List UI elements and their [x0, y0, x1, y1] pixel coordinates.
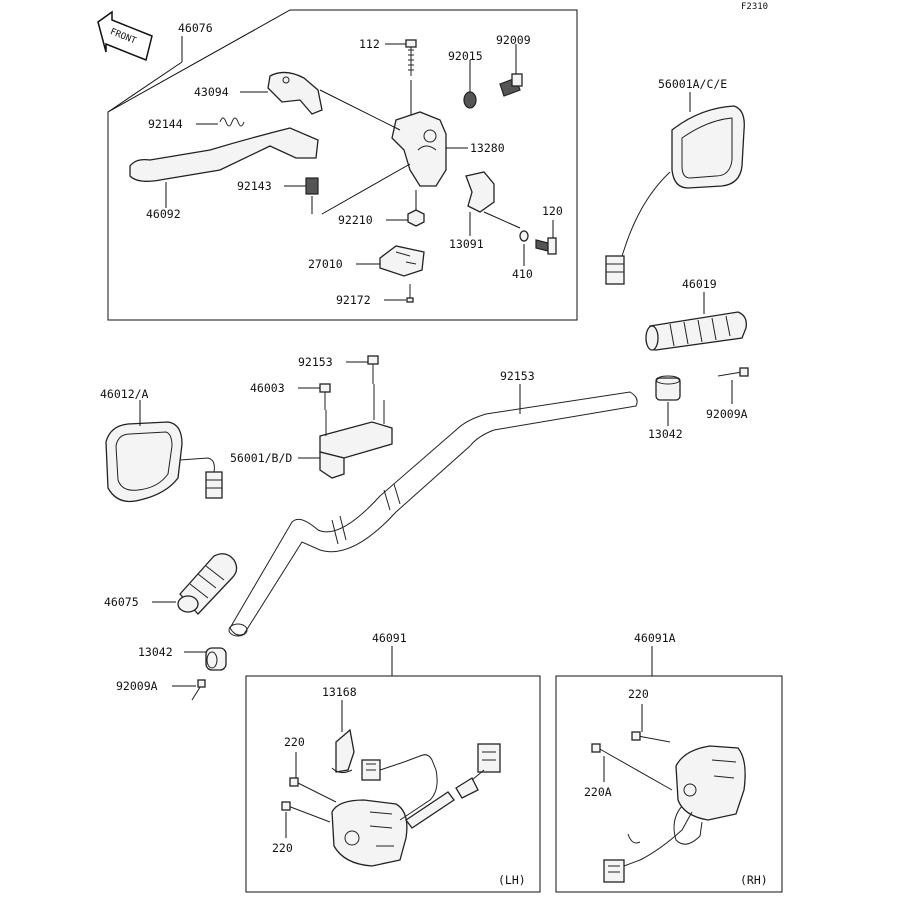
- callout-92143: 92143: [237, 179, 272, 193]
- callout-92015: 92015: [448, 49, 483, 63]
- left-grip-part: [177, 553, 238, 615]
- diagram-code: F2310: [741, 2, 768, 12]
- callout-46012a: 56001/B/D: [230, 451, 292, 465]
- callout-220-lh-upper: 220: [284, 735, 305, 749]
- callout-120: 120: [542, 204, 563, 218]
- collar-part: [305, 177, 319, 195]
- callout-92153-top: 92153: [298, 355, 333, 369]
- callout-92144: 92144: [148, 117, 183, 131]
- washer-92015-part: [463, 91, 477, 109]
- left-bar-end-weight-part: [205, 647, 227, 671]
- 13168-part: [331, 728, 355, 774]
- right-bar-end-weight-part: [655, 375, 681, 401]
- callout-92172: 92172: [336, 293, 371, 307]
- nut-92210-part: [407, 209, 425, 227]
- callout-92009a-left: 92009A: [116, 679, 158, 693]
- lever-assembly-box: [107, 9, 578, 321]
- clamp-13091-part: [465, 171, 495, 213]
- callout-46003: 92153: [500, 369, 535, 383]
- callout-46091a: 46091A: [634, 631, 676, 645]
- callout-27010: 27010: [308, 257, 343, 271]
- callout-56001ace: 56001A/C/E: [658, 77, 727, 91]
- callout-13280: 13280: [470, 141, 505, 155]
- callout-13042-left: 13042: [138, 645, 173, 659]
- rh-switch-box: [555, 675, 783, 893]
- lh-screw-upper-part: [289, 777, 337, 803]
- callout-13042-right: 13042: [648, 427, 683, 441]
- callout-46091: 46091: [372, 631, 407, 645]
- callout-46075: 46075: [104, 595, 139, 609]
- right-grip-part: [645, 311, 747, 351]
- callout-92210: 92210: [338, 213, 373, 227]
- rh-screw-220a-part: [591, 743, 673, 791]
- left-screw-92009a-part: [191, 679, 206, 701]
- front-arrow-icon: FRONT: [97, 10, 153, 62]
- rh-side-label: (RH): [740, 873, 768, 887]
- right-mirror-part: [605, 105, 745, 285]
- rh-switch-housing-part: [603, 745, 746, 883]
- lh-switch-box: [245, 675, 541, 893]
- callout-112: 112: [359, 37, 380, 51]
- handlebar-holder-part: [319, 384, 393, 479]
- lever-holder-part: [391, 111, 447, 187]
- callout-220a-rh: 220A: [584, 785, 612, 799]
- screw-92172-part: [406, 284, 414, 303]
- callout-46092: 46092: [146, 207, 181, 221]
- rh-screw-upper-part: [631, 731, 671, 743]
- left-mirror-part: [105, 421, 223, 503]
- callout-43094: 43094: [194, 85, 229, 99]
- callout-46076: 46076: [178, 21, 213, 35]
- callout-92153-bottom: 46003: [250, 381, 285, 395]
- callout-56001bd: 46012/A: [100, 387, 149, 401]
- holder-bolt-2-part: [319, 383, 331, 410]
- clutch-lever-part: [129, 127, 319, 182]
- callout-92009a-right: 92009A: [706, 407, 748, 421]
- callout-410: 410: [512, 267, 533, 281]
- clutch-switch-part: [379, 245, 425, 277]
- callout-13168: 13168: [322, 685, 357, 699]
- lh-switch-housing-part: [331, 743, 501, 867]
- lever-bracket-part: [267, 71, 323, 115]
- bolt-112-part: [405, 39, 417, 76]
- spring-part: [219, 117, 245, 127]
- callout-220-lh-lower: 220: [272, 841, 293, 855]
- callout-220-rh: 220: [628, 687, 649, 701]
- washer-410-part: [519, 230, 529, 242]
- right-screw-92009a-part: [717, 367, 749, 377]
- callout-92009: 92009: [496, 33, 531, 47]
- holder-bolt-1-part: [367, 355, 379, 384]
- callout-13091: 13091: [449, 237, 484, 251]
- bolt-120-part: [535, 237, 557, 255]
- screw-92009-part: [499, 73, 523, 97]
- lh-side-label: (LH): [498, 873, 526, 887]
- lh-screw-lower-part: [281, 801, 331, 823]
- callout-46019: 46019: [682, 277, 717, 291]
- handlebar-part: [228, 391, 638, 637]
